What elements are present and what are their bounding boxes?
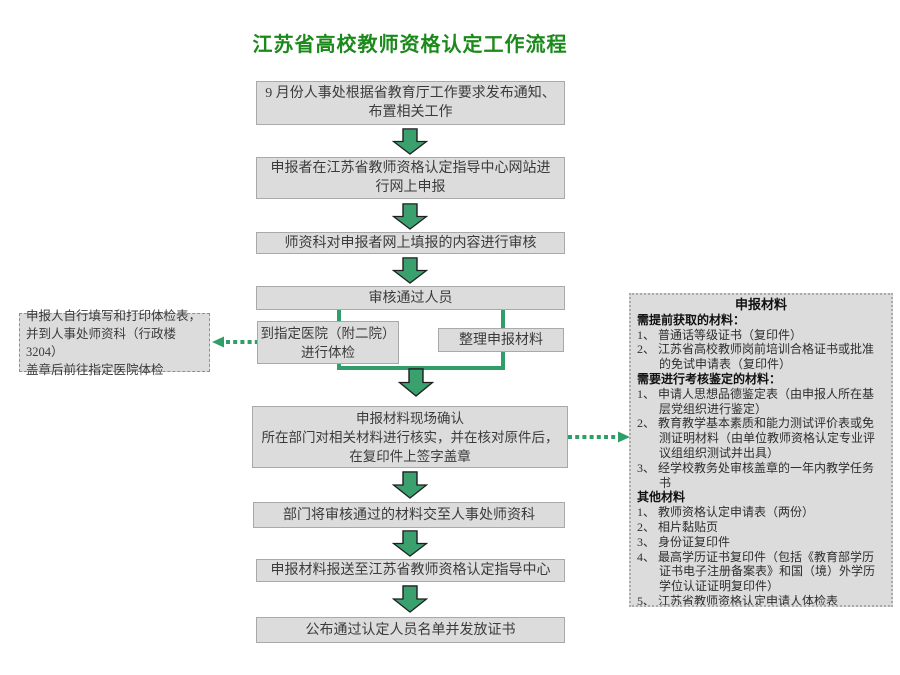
down-arrow-icon [391,128,429,155]
list-item: 1、 普通话等级证书（复印件） [637,327,803,342]
materials-panel: 申报材料 需提前获取的材料： 1、 普通话等级证书（复印件） 2、 江苏省高校教… [629,293,893,607]
side-note-physical-exam: 申报人自行填写和打印体检表， 并到人事处师资科（行政楼 3204） 盖章后前往指… [19,309,210,377]
flow-step-submit-to-hr: 部门将审核通过的材料交至人事处师资科 [253,502,565,528]
list-item: 3、 身份证复印件 [637,534,731,549]
list-item: 1、 教师资格认定申请表（两份） [637,505,815,520]
down-arrow-icon [391,471,429,499]
branch-box-prepare-materials: 整理申报材料 [438,328,564,352]
list-item: 2、 江苏省高校教师岗前培训合格证书或批准的免试申请表（复印件） [637,342,875,372]
flow-step-online-review: 师资科对申报者网上填报的内容进行审核 [256,232,565,254]
down-arrow-icon [391,585,429,613]
list-item: 2、 教育教学基本素质和能力测试评价表或免测证明材料（由单位教师资格认定专业评议… [637,416,876,460]
page-title: 江苏省高校教师资格认定工作流程 [252,34,568,56]
flow-step-online-apply: 申报者在江苏省教师资格认定指导中心网站进 行网上申报 [256,157,565,199]
down-arrow-icon [391,530,429,557]
section-header-assessment: 需要进行考核鉴定的材料： [637,371,782,386]
branch-connector-bottom-line [337,366,505,370]
section-header-advance: 需提前获取的材料： [637,312,746,327]
flow-step-notice: 9 月份人事处根据省教育厅工作要求发布通知、 布置相关工作 [256,81,565,125]
list-item: 5、 江苏省教师资格认定申请人体检表 [637,593,839,607]
dotted-arrow-right-icon [568,431,630,443]
list-item: 2、 相片黏贴页 [637,519,719,534]
down-arrow-icon [391,257,429,284]
flow-step-report-to-center: 申报材料报送至江苏省教师资格认定指导中心 [256,559,565,582]
flow-step-publish-certs: 公布通过认定人员名单并发放证书 [256,617,565,643]
flow-step-passed-people: 审核通过人员 [256,286,565,310]
section-header-other: 其他材料 [637,490,686,505]
down-arrow-icon [391,203,429,230]
dotted-arrow-left-icon [212,336,257,348]
list-item: 3、 经学校教务处审核盖章的一年内教学任务书 [637,460,875,490]
branch-box-hospital-checkup: 到指定医院（附二院） 进行体检 [257,321,399,364]
list-item: 1、 申请人思想品德鉴定表（由申报人所在基层党组织进行鉴定） [637,386,875,416]
materials-panel-title: 申报材料 [734,297,787,312]
flow-step-onsite-confirm: 申报材料现场确认 所在部门对相关材料进行核实，并在核对原件后， 在复印件上签字盖… [252,406,568,468]
down-arrow-icon [397,368,435,397]
list-item: 4、 最高学历证书复印件（包括《教育部学历证书电子注册备案表》和国（境）外学历学… [637,549,876,594]
